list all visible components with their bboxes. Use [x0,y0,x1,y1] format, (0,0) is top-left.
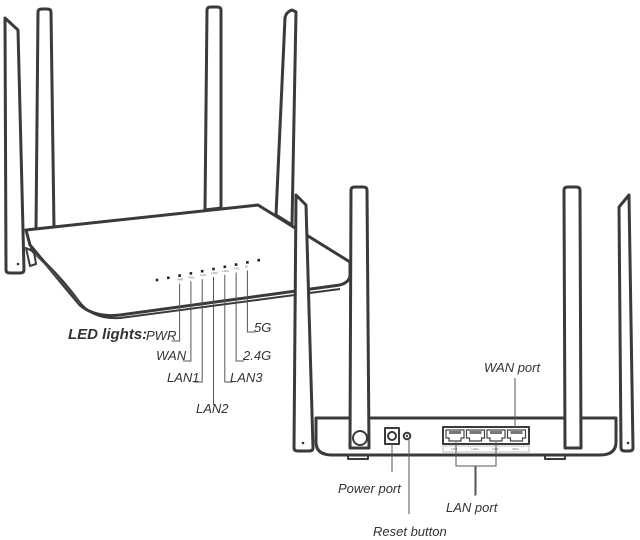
back-antenna-left-inner [348,185,371,450]
front-antenna-back-far-right [274,8,298,227]
wan-port-label: WAN port [484,360,541,375]
led-indicator [178,274,181,277]
led-leader-line [235,272,245,362]
port-contacts [510,431,523,434]
led-indicator [212,267,215,271]
back-antenna-left-outer [292,193,315,453]
led-tiny-label: LAN2 [211,271,218,275]
led-indicator [189,272,193,275]
led-tiny-label: LAN3 [222,269,229,273]
port-label-strip [442,445,530,453]
led-label-5g: 5G [254,320,272,335]
port-contacts [449,431,461,434]
led-lights-label: LED lights: [68,326,148,343]
port-tiny-label: LAN1 [451,447,458,451]
led-leader-line [171,283,181,342]
port-tiny-label: WAN [513,447,519,451]
front-antenna-back-left [34,7,56,232]
led-tiny-label: PWR [177,278,183,282]
led-label-wan: WAN [156,348,187,363]
back-antenna-right-outer [617,193,635,453]
port-frame [442,426,530,445]
led-tiny-label: LAN1 [200,273,207,277]
led-leader-line [182,281,192,362]
led-tiny-label: WAN [188,275,194,279]
lan-port-leader [455,442,497,495]
led-tiny-label: 2.4G [234,267,240,271]
led-leader-line [246,270,256,333]
led-label-2-4g: 2.4G [243,348,272,363]
reset-button-label: Reset button [373,524,447,539]
front-antenna-left [3,16,26,275]
port-contacts [469,431,482,434]
led-leader-line [224,274,233,383]
led-indicator [155,278,159,282]
led-label-lan3: LAN3 [230,370,263,385]
led-label-pwr: PWR [146,328,177,343]
led-tiny-label: 5G [245,264,248,268]
led-indicator [200,269,204,273]
led-indicator [167,276,170,280]
led-leader-lines [171,270,256,405]
led-label-lan1: LAN1 [167,370,200,385]
led-leader-line [194,279,203,383]
port-tiny-label: LAN2 [472,447,479,451]
led-indicator [257,258,260,262]
lan-port-label: LAN port [446,500,498,515]
power-port-label: Power port [338,481,401,496]
led-indicator [234,263,238,266]
led-row: PWR WAN LAN1 LAN2 LAN3 2.4G 5G [155,258,260,282]
led-indicator [246,261,249,264]
port-contacts [490,431,502,434]
led-indicator [223,265,227,269]
led-label-lan2: LAN2 [196,401,229,416]
back-antenna-right-inner [562,185,583,450]
front-antenna-back-right [203,5,223,212]
